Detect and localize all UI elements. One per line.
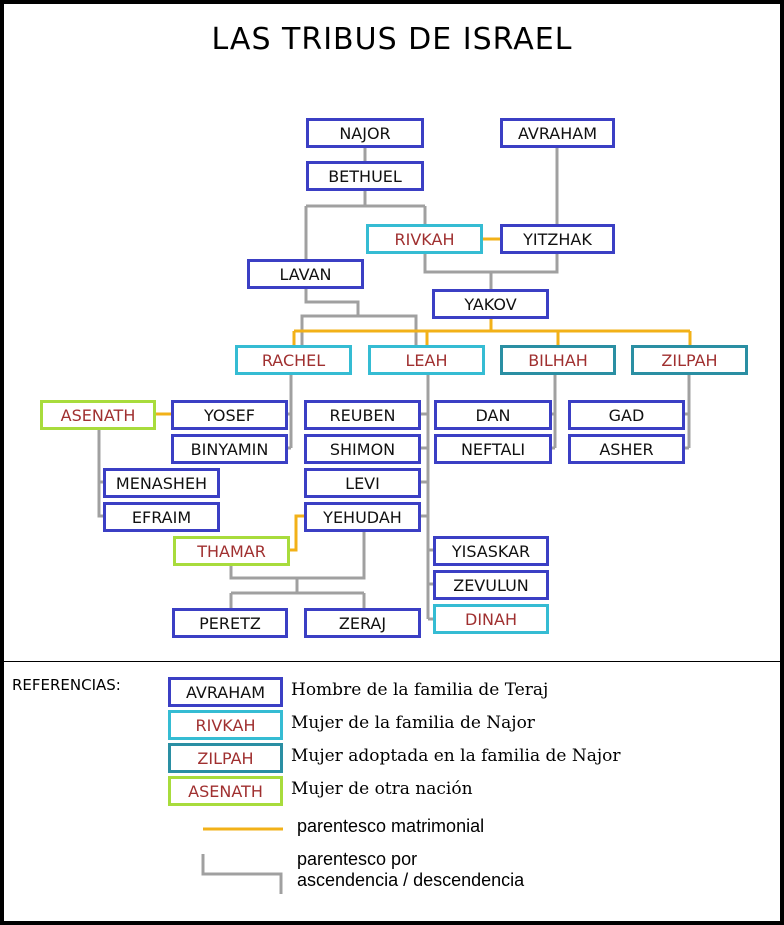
- legend-text-descent-1: parentesco por: [297, 849, 418, 869]
- node-neftali: NEFTALI: [434, 434, 552, 464]
- node-bilhah: BILHAH: [500, 345, 616, 375]
- node-lavan: LAVAN: [247, 259, 364, 289]
- node-yosef: YOSEF: [171, 400, 288, 430]
- node-avraham: AVRAHAM: [500, 118, 615, 148]
- node-levi: LEVI: [304, 468, 421, 498]
- line-asenath-children: [97, 428, 103, 518]
- legend-text-adopted: Mujer adoptada en la familia de Najor: [291, 746, 621, 766]
- node-leah: LEAH: [368, 345, 485, 375]
- node-dinah: DINAH: [433, 604, 549, 634]
- node-yitzhak: YITZHAK: [500, 224, 615, 254]
- node-yehudah: YEHUDAH: [304, 502, 421, 532]
- node-reuben: REUBEN: [304, 400, 421, 430]
- line-rivkah-yitzhak-yakov: [423, 253, 559, 290]
- node-najor: NAJOR: [306, 118, 424, 148]
- line-yehudah-children: [229, 531, 366, 609]
- node-shimon: SHIMON: [304, 434, 421, 464]
- legend-sample-adopted: ZILPAH: [168, 743, 283, 773]
- line-yakov-wives: [292, 318, 692, 345]
- legend-text-man: Hombre de la familia de Teraj: [291, 680, 549, 700]
- node-zeraj: ZERAJ: [304, 608, 421, 638]
- node-dan: DAN: [434, 400, 552, 430]
- node-asenath: ASENATH: [40, 400, 156, 430]
- node-asher: ASHER: [568, 434, 685, 464]
- line-leah-children: [421, 373, 433, 621]
- node-yisaskar: YISASKAR: [433, 536, 549, 566]
- legend-text-woman: Mujer de la familia de Najor: [291, 713, 535, 733]
- node-peretz: PERETZ: [172, 608, 288, 638]
- node-efraim: EFRAIM: [103, 502, 220, 532]
- legend-text-descent-2: ascendencia / descendencia: [297, 870, 525, 890]
- node-yakov: YAKOV: [432, 289, 549, 319]
- line-thamar-yehudah-marriage: [290, 514, 304, 552]
- node-binyamin: BINYAMIN: [171, 434, 288, 464]
- diagram-title: LAS TRIBUS DE ISRAEL: [211, 22, 573, 57]
- line-lavan-daughters: [300, 288, 418, 345]
- node-zevulun: ZEVULUN: [433, 570, 549, 600]
- line-bilhah-children: [552, 373, 557, 450]
- line-bethuel-children: [304, 190, 427, 259]
- legend-sample-woman: RIVKAH: [168, 710, 283, 740]
- legend-heading: REFERENCIAS:: [12, 676, 121, 694]
- legend-descent-line-sample: [201, 854, 283, 894]
- node-zilpah: ZILPAH: [631, 345, 748, 375]
- node-gad: GAD: [568, 400, 685, 430]
- node-menasheh: MENASHEH: [103, 468, 220, 498]
- node-rachel: RACHEL: [235, 345, 352, 375]
- node-thamar: THAMAR: [173, 536, 290, 566]
- node-bethuel: BETHUEL: [306, 161, 424, 191]
- legend-sample-man: AVRAHAM: [168, 677, 283, 707]
- legend-sample-foreign: ASENATH: [168, 776, 283, 806]
- legend-text-foreign: Mujer de otra nación: [291, 779, 473, 799]
- line-zilpah-children: [685, 373, 691, 450]
- legend-divider: [4, 661, 780, 662]
- legend-text-marriage: parentesco matrimonial: [297, 816, 485, 836]
- node-rivkah: RIVKAH: [366, 224, 483, 254]
